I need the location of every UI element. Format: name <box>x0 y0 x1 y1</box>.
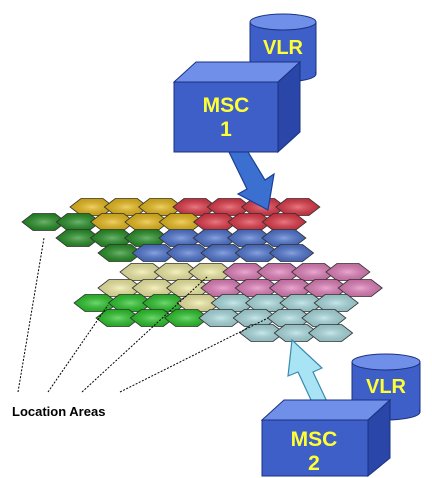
upper-cell-upper-blue-shade <box>193 229 238 247</box>
lower-cell-lower-paleyellow-shade <box>132 279 177 297</box>
upper-cell-upper-blue-shade <box>261 229 306 247</box>
upper-cell-upper-green-shade <box>90 229 135 247</box>
msc-1-label-line2: 1 <box>220 118 232 141</box>
lower-cell-lower-cyan-shade <box>240 324 284 342</box>
upper-cell-upper-yellow-shade <box>104 198 149 216</box>
lower-cell-lower-paleyellow-shade <box>120 263 164 281</box>
lower-cell-lower-pink-shade <box>269 279 314 297</box>
upper-cell-upper-green-shade <box>56 213 101 231</box>
msc-1-group: VLR MSC 1 <box>172 13 317 154</box>
upper-cell-upper-red-shade <box>193 213 238 231</box>
upper-cell-upper-blue-shade <box>166 244 211 262</box>
upper-cell-upper-green-shade <box>124 229 169 247</box>
upper-cell-upper-yellow-shade <box>90 213 135 231</box>
msc-2-label-line1: MSC <box>291 428 338 451</box>
lower-cell-lower-green-shade <box>130 309 175 327</box>
leader-lines <box>17 237 269 393</box>
upper-cell-upper-red-shade <box>207 198 252 216</box>
lower-cell-lower-pink-shade <box>235 279 280 297</box>
upper-cell-layer <box>21 198 321 262</box>
upper-cell-upper-blue-shade <box>200 244 245 262</box>
upper-cell-upper-red-shade <box>172 198 217 216</box>
upper-cell-upper-yellow-shade <box>124 213 169 231</box>
msc-2-group: VLR MSC 2 <box>260 353 421 478</box>
upper-cell-upper-yellow-shade <box>159 213 204 231</box>
upper-cell-upper-blue-shade <box>269 244 314 262</box>
lower-cell-lower-paleyellow-shade <box>188 263 233 281</box>
lower-cell-lower-cyan-shade <box>314 294 359 312</box>
vlr-1-label: VLR <box>263 37 304 59</box>
lower-cell-lower-green-shade <box>142 294 187 312</box>
lower-cell-lower-pink-shade <box>257 263 302 281</box>
lower-cell-lower-green-shade <box>96 309 140 327</box>
msc-2-box: MSC 2 <box>260 398 392 478</box>
lower-cell-lower-cyan-shade <box>267 309 312 327</box>
lower-cell-lower-pink-shade <box>338 279 383 297</box>
upper-cell-upper-blue-shade <box>158 229 203 247</box>
leader-line-2 <box>47 304 109 393</box>
vlr-2-label: VLR <box>366 376 407 398</box>
upper-cell-upper-red-shade <box>262 213 307 231</box>
upper-cell-upper-red-shade <box>227 213 272 231</box>
lower-cell-lower-cyan-shade <box>301 309 346 327</box>
lower-cell-lower-pink-shade <box>222 263 267 281</box>
msc-1-label-line1: MSC <box>203 94 250 117</box>
leader-line-3 <box>81 275 209 393</box>
lower-cell-lower-green-shade <box>164 309 209 327</box>
lower-cell-lower-green-shade <box>108 294 153 312</box>
upper-cell-upper-blue-shade <box>227 229 272 247</box>
lower-cell-lower-cyan-shade <box>308 324 353 342</box>
lower-cell-lower-paleyellow-shade <box>98 279 142 297</box>
lower-cell-lower-paleyellow-shade <box>154 263 199 281</box>
upper-cell-upper-green-shade <box>56 229 100 247</box>
lower-cell-lower-pink-shade <box>303 279 348 297</box>
upper-cell-upper-red-shade <box>275 198 320 216</box>
lower-cell-lower-paleyellow-shade <box>166 279 211 297</box>
upper-cell-upper-blue-shade <box>132 244 177 262</box>
lower-cell-layer <box>73 263 383 342</box>
lower-cell-lower-cyan-shade <box>245 294 290 312</box>
lower-cell-lower-cyan-shade <box>274 324 319 342</box>
lower-cell-lower-cyan-shade <box>198 309 243 327</box>
upper-cell-upper-yellow-shade <box>70 198 114 216</box>
location-areas-caption: Location Areas <box>12 404 105 419</box>
lower-cell-lower-cyan-shade <box>279 294 324 312</box>
upper-cell-upper-green-shade <box>98 244 142 262</box>
leader-line-4 <box>119 317 269 393</box>
msc-2-label-line2: 2 <box>308 452 320 475</box>
leader-line-1 <box>17 237 45 393</box>
lower-cell-lower-pink-shade <box>291 263 336 281</box>
lower-cell-lower-cyan-shade <box>233 309 278 327</box>
lower-cell-lower-paleyellow-shade <box>176 294 221 312</box>
upper-cell-upper-blue-shade <box>235 244 280 262</box>
lower-cell-lower-cyan-shade <box>211 294 256 312</box>
lower-cell-lower-pink-shade <box>200 279 245 297</box>
lower-cell-lower-pink-shade <box>325 263 370 281</box>
msc-1-box: MSC 1 <box>172 60 302 154</box>
upper-cell-upper-yellow-shade <box>138 198 183 216</box>
upper-cell-upper-green-shade <box>22 213 66 231</box>
